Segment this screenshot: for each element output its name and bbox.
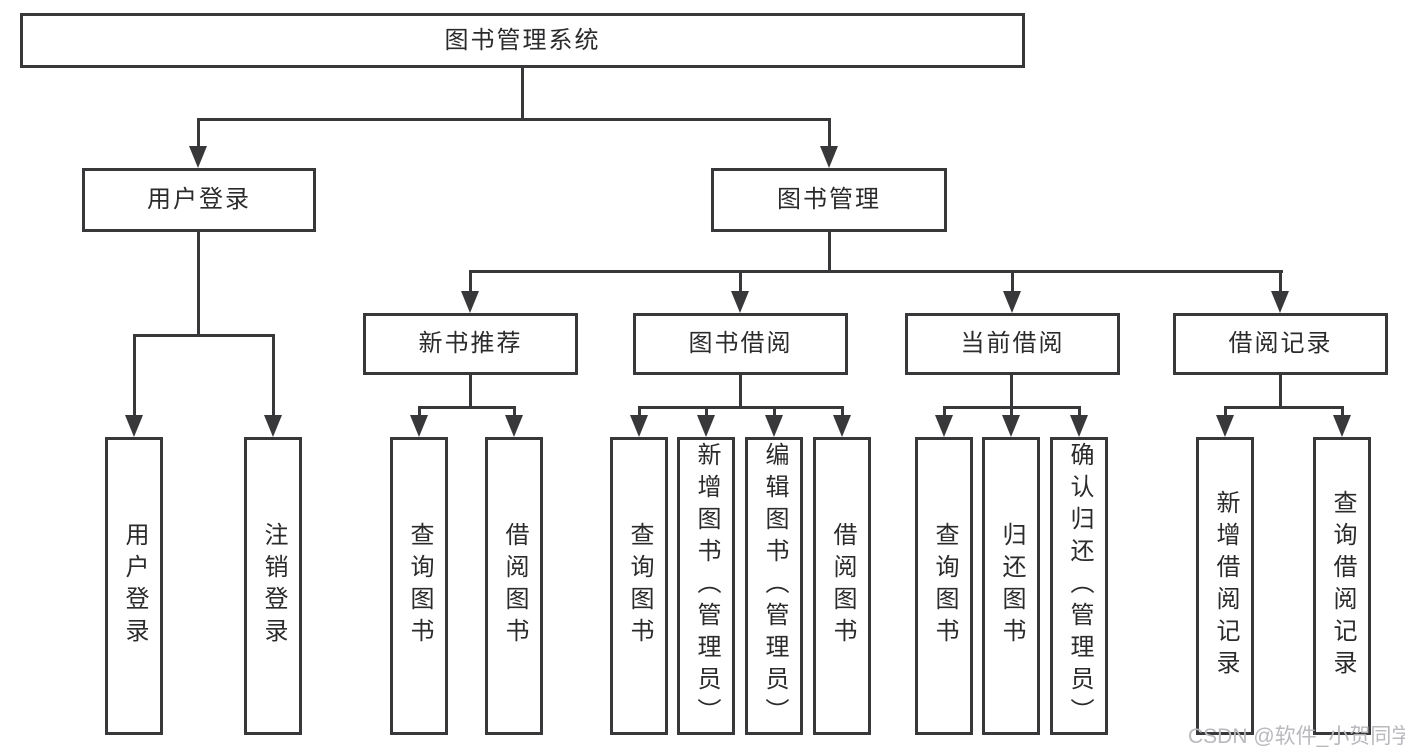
connector-stem — [705, 406, 708, 418]
leaf-query-books-recommend: 查询图书 — [390, 437, 448, 735]
connector-stem — [1010, 406, 1013, 418]
leaf-query-books-current: 查询图书 — [915, 437, 973, 735]
arrow-down-icon — [1003, 291, 1021, 313]
node-borrowing-records: 借阅记录 — [1173, 313, 1388, 375]
connector-stem-user-login — [197, 118, 200, 154]
connector-bookborrow-vertical — [739, 373, 742, 409]
arrow-down-icon — [505, 415, 523, 437]
node-current-borrowing: 当前借阅 — [905, 313, 1120, 375]
connector-stem — [1341, 406, 1344, 418]
connector-currentborrow-vertical — [1010, 373, 1013, 409]
connector-stem-new-book — [469, 270, 472, 295]
connector-stem-current-borrow — [1011, 270, 1014, 295]
connector-stem — [773, 406, 776, 418]
arrow-down-icon — [189, 146, 207, 168]
connector-root-vertical — [521, 66, 524, 121]
connector-stem — [418, 406, 421, 418]
connector-stem-login-leaf — [133, 334, 136, 419]
connector-bookborrow-horizontal — [638, 406, 844, 409]
arrow-down-icon — [935, 415, 953, 437]
arrow-down-icon — [630, 415, 648, 437]
arrow-down-icon — [731, 291, 749, 313]
arrow-down-icon — [1002, 415, 1020, 437]
connector-stem-book-management — [828, 118, 831, 154]
connector-root-horizontal — [197, 118, 831, 121]
leaf-borrow-books: 借阅图书 — [813, 437, 871, 735]
connector-book-mgmt-horizontal — [469, 270, 1283, 273]
connector-newbook-vertical — [469, 373, 472, 409]
node-library-management-system: 图书管理系统 — [20, 13, 1025, 68]
connector-stem — [513, 406, 516, 418]
csdn-watermark: CSDN @软件_小贺同学 — [1188, 725, 1405, 747]
leaf-add-borrow-record: 新增借阅记录 — [1196, 437, 1254, 735]
arrow-down-icon — [1070, 415, 1088, 437]
leaf-logout: 注销登录 — [244, 437, 302, 735]
leaf-user-login: 用户登录 — [105, 437, 163, 735]
leaf-query-borrow-record: 查询借阅记录 — [1313, 437, 1371, 735]
node-book-management-branch: 图书管理 — [711, 168, 947, 232]
connector-newbook-horizontal — [418, 406, 516, 409]
connector-stem — [841, 406, 844, 418]
arrow-down-icon — [697, 415, 715, 437]
connector-stem-logout-leaf — [272, 334, 275, 419]
arrow-down-icon — [765, 415, 783, 437]
arrow-down-icon — [1271, 291, 1289, 313]
connector-records-vertical — [1279, 373, 1282, 409]
leaf-confirm-return-admin: 确认归还（管理员） — [1050, 437, 1108, 735]
connector-records-horizontal — [1224, 406, 1344, 409]
leaf-borrow-books-recommend: 借阅图书 — [485, 437, 543, 735]
connector-stem-book-borrow — [739, 270, 742, 295]
node-new-book-recommend: 新书推荐 — [363, 313, 578, 375]
connector-stem — [943, 406, 946, 418]
arrow-down-icon — [833, 415, 851, 437]
arrow-down-icon — [264, 415, 282, 437]
arrow-down-icon — [461, 291, 479, 313]
arrow-down-icon — [820, 146, 838, 168]
connector-stem-borrow-records — [1279, 270, 1282, 295]
leaf-return-books: 归还图书 — [982, 437, 1040, 735]
connector-stem — [1224, 406, 1227, 418]
arrow-down-icon — [1216, 415, 1234, 437]
leaf-query-books-borrowing: 查询图书 — [610, 437, 668, 735]
arrow-down-icon — [125, 415, 143, 437]
leaf-add-books-admin: 新增图书（管理员） — [677, 437, 735, 735]
connector-stem — [1078, 406, 1081, 418]
node-book-borrowing: 图书借阅 — [633, 313, 848, 375]
arrow-down-icon — [1333, 415, 1351, 437]
connector-user-login-horizontal — [133, 334, 275, 337]
connector-book-mgmt-vertical — [828, 231, 831, 273]
leaf-edit-books-admin: 编辑图书（管理员） — [745, 437, 803, 735]
arrow-down-icon — [410, 415, 428, 437]
node-user-login-branch: 用户登录 — [82, 168, 316, 232]
connector-user-login-vertical — [197, 231, 200, 337]
connector-stem — [638, 406, 641, 418]
